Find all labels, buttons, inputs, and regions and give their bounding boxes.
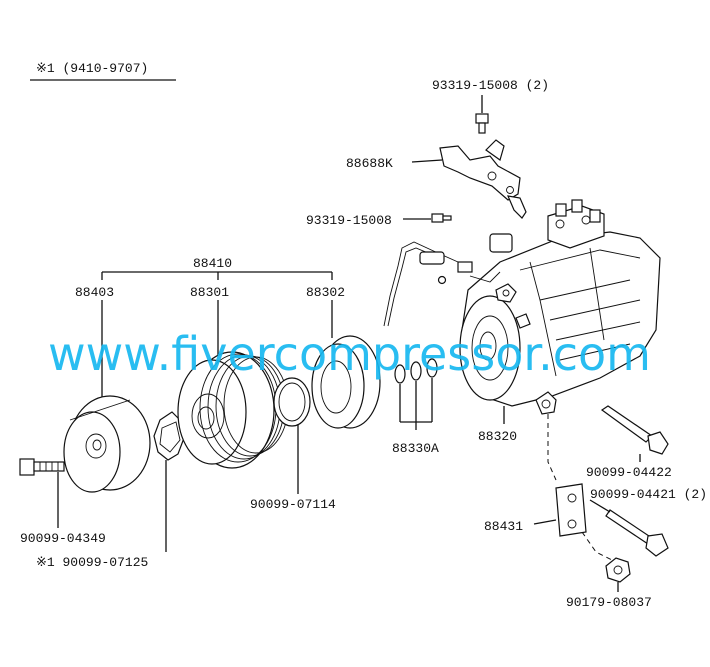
bolt-90099-04422 xyxy=(600,405,669,455)
field-coil-88302 xyxy=(311,335,381,429)
label-90099-04421: 90099-04421 (2) xyxy=(590,487,707,502)
label-90099-04349: 90099-04349 xyxy=(20,531,106,546)
shims-88330a xyxy=(394,358,438,384)
label-90099-07114: 90099-07114 xyxy=(250,497,336,512)
watermark: www.fivercompressor.com xyxy=(48,327,651,381)
mount-dash-1 xyxy=(547,414,557,481)
pulley-88301 xyxy=(177,351,289,469)
leader-90099-04421 xyxy=(589,499,611,513)
bracket-88688k xyxy=(439,139,527,219)
label-93319-15008-2: 93319-15008 (2) xyxy=(432,78,549,93)
bolt-90099-04421 xyxy=(605,509,669,557)
label-90099-07125: ※1 90099-07125 xyxy=(36,555,148,570)
compressor-88320 xyxy=(457,199,661,415)
label-88302: 88302 xyxy=(306,285,345,300)
clutch-wire-2 xyxy=(387,247,441,327)
snap-ring-90099-07114 xyxy=(273,377,311,427)
nut-90179-08037 xyxy=(605,557,631,583)
label-88320: 88320 xyxy=(478,429,517,444)
label-88403: 88403 xyxy=(75,285,114,300)
bracket-88431 xyxy=(555,483,587,537)
bolt-90099-04349 xyxy=(19,458,65,476)
pressure-plate-88403 xyxy=(63,395,151,493)
label-88330a: 88330A xyxy=(392,441,439,456)
bolt-93319-mid xyxy=(431,213,452,223)
label-88410: 88410 xyxy=(193,256,232,271)
label-90099-04422: 90099-04422 xyxy=(586,465,672,480)
mount-dash-2 xyxy=(581,531,613,561)
clutch-connector xyxy=(419,251,445,265)
label-88431: 88431 xyxy=(484,519,523,534)
header-note: ※1 (9410-9707) xyxy=(36,61,148,76)
leader-88431 xyxy=(533,519,557,525)
label-93319-15008: 93319-15008 xyxy=(306,213,392,228)
label-88688k: 88688K xyxy=(346,156,393,171)
bolt-93319-top xyxy=(475,113,489,134)
label-88301: 88301 xyxy=(190,285,229,300)
wire-clip xyxy=(437,275,447,285)
label-90179-08037: 90179-08037 xyxy=(566,595,652,610)
leader-88688k xyxy=(411,159,443,163)
